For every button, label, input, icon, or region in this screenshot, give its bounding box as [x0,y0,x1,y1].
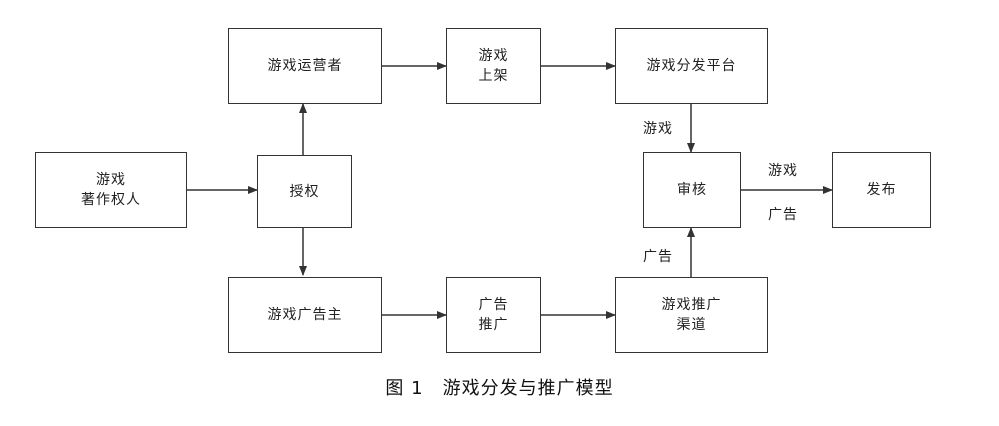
node-promotion-channel: 游戏推广 渠道 [615,277,768,353]
node-distribution-platform-label: 游戏分发平台 [646,58,737,74]
node-publish: 发布 [832,152,931,228]
edge-label-channel-review: 广告 [643,249,673,265]
node-copyright-holder-line1: 游戏 [96,172,126,188]
node-operator: 游戏运营者 [228,28,382,104]
node-promotion-channel-line2: 渠道 [676,317,707,333]
node-review-label: 审核 [677,182,707,198]
node-listing: 游戏 上架 [446,28,541,104]
node-authorize-label: 授权 [289,183,320,200]
figure-caption: 图 1 游戏分发与推广模型 [385,378,614,399]
node-listing-line1: 游戏 [478,48,509,64]
node-authorize: 授权 [257,155,352,228]
node-ad-promotion-line2: 推广 [478,317,509,333]
node-advertiser-label: 游戏广告主 [267,307,343,323]
edge-label-platform-review: 游戏 [643,121,673,137]
node-ad-promotion-line1: 广告 [478,297,509,313]
edge-label-review-publish-game: 游戏 [768,163,798,179]
node-copyright-holder: 游戏 著作权人 [35,152,187,228]
node-promotion-channel-line1: 游戏推广 [661,297,722,313]
node-review: 审核 [643,152,741,228]
node-listing-line2: 上架 [478,68,509,84]
node-distribution-platform: 游戏分发平台 [615,28,768,104]
edge-label-review-publish-ad: 广告 [768,207,798,223]
node-ad-promotion: 广告 推广 [446,277,541,353]
node-publish-label: 发布 [866,182,897,198]
node-operator-label: 游戏运营者 [267,58,343,74]
node-advertiser: 游戏广告主 [228,277,382,353]
node-copyright-holder-line2: 著作权人 [81,192,141,208]
